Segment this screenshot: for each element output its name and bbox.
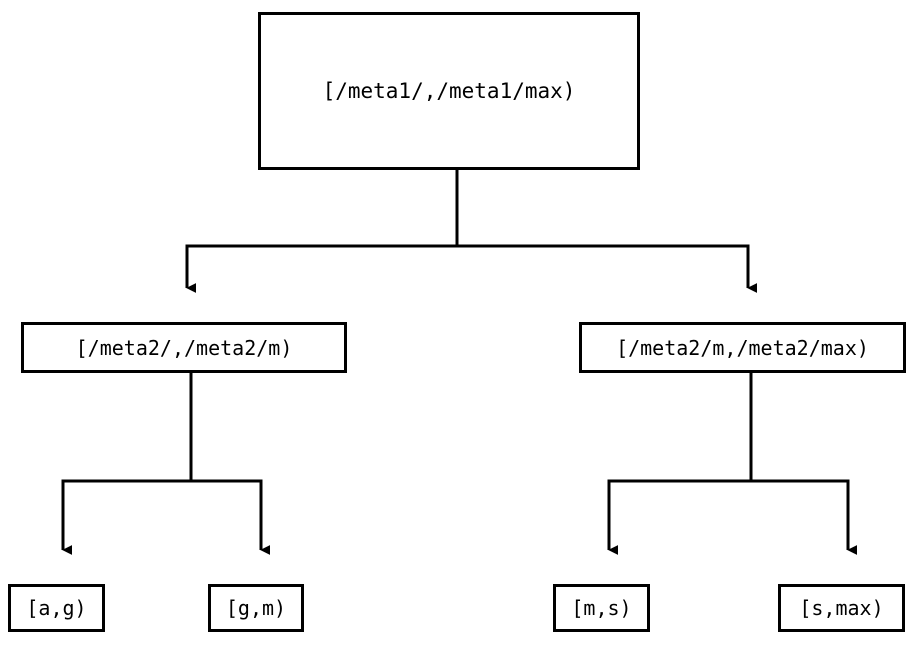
edge-root-to-mid-left bbox=[185, 170, 459, 293]
node-leaf-gm[interactable]: [g,m) bbox=[208, 584, 304, 632]
node-leaf-ms[interactable]: [m,s) bbox=[553, 584, 650, 632]
edge-mid-left-to-leaf-gm bbox=[191, 479, 271, 555]
edge-mid-right-to-leaf-ms bbox=[607, 373, 753, 555]
node-leaf-smax[interactable]: [s,max) bbox=[778, 584, 905, 632]
edge-mid-left-to-leaf-ag bbox=[61, 373, 193, 555]
node-mid-right[interactable]: [/meta2/m,/meta2/max) bbox=[579, 322, 906, 373]
edge-mid-right-to-leaf-smax bbox=[751, 479, 858, 555]
edge-root-to-mid-right bbox=[457, 244, 758, 293]
node-leaf-ag[interactable]: [a,g) bbox=[8, 584, 105, 632]
node-root[interactable]: [/meta1/,/meta1/max) bbox=[258, 12, 640, 170]
node-mid-left[interactable]: [/meta2/,/meta2/m) bbox=[21, 322, 347, 373]
